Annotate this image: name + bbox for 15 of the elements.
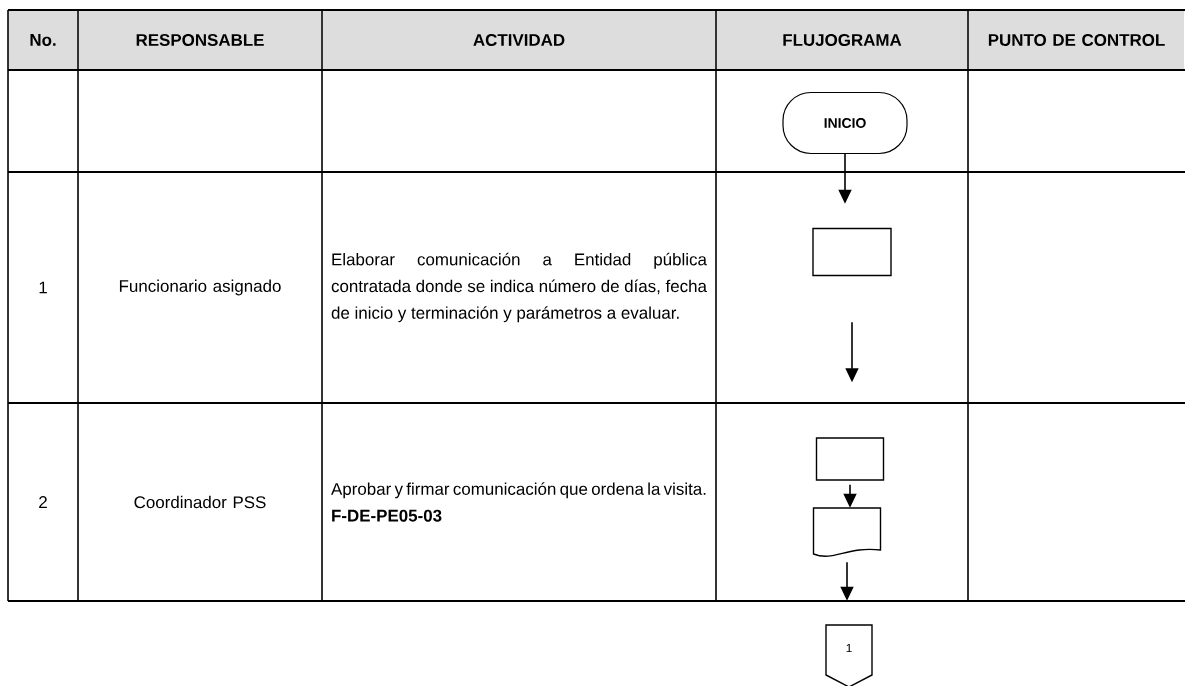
header-cell: FLUJOGRAMA [717, 11, 967, 69]
header-cell: RESPONSABLE [79, 11, 321, 69]
table-cell: Coordinador PSS [134, 495, 266, 509]
table-cell: 1 [39, 281, 47, 294]
table-cell: Elaborar comunicación a Entidad pública contratada donde se indica número de días, fecha de inicio y terminación y parámetros a evaluar. [331, 252, 707, 323]
header-cell: ACTIVIDAD [323, 11, 715, 69]
process-box [812, 227, 892, 277]
header-cell: PUNTO DE CONTROL [969, 11, 1184, 69]
table-cell: Funcionario asignado [119, 279, 281, 296]
process-box [815, 437, 885, 481]
offpage-connector: 1 [825, 624, 873, 686]
header-cell: No. [9, 11, 77, 69]
document-shape [812, 507, 882, 557]
table-cell: 2 [39, 496, 47, 508]
table-cell: Aprobar y firmar comunicación que ordena la visita. F-DE-PE05-03 [331, 482, 706, 522]
